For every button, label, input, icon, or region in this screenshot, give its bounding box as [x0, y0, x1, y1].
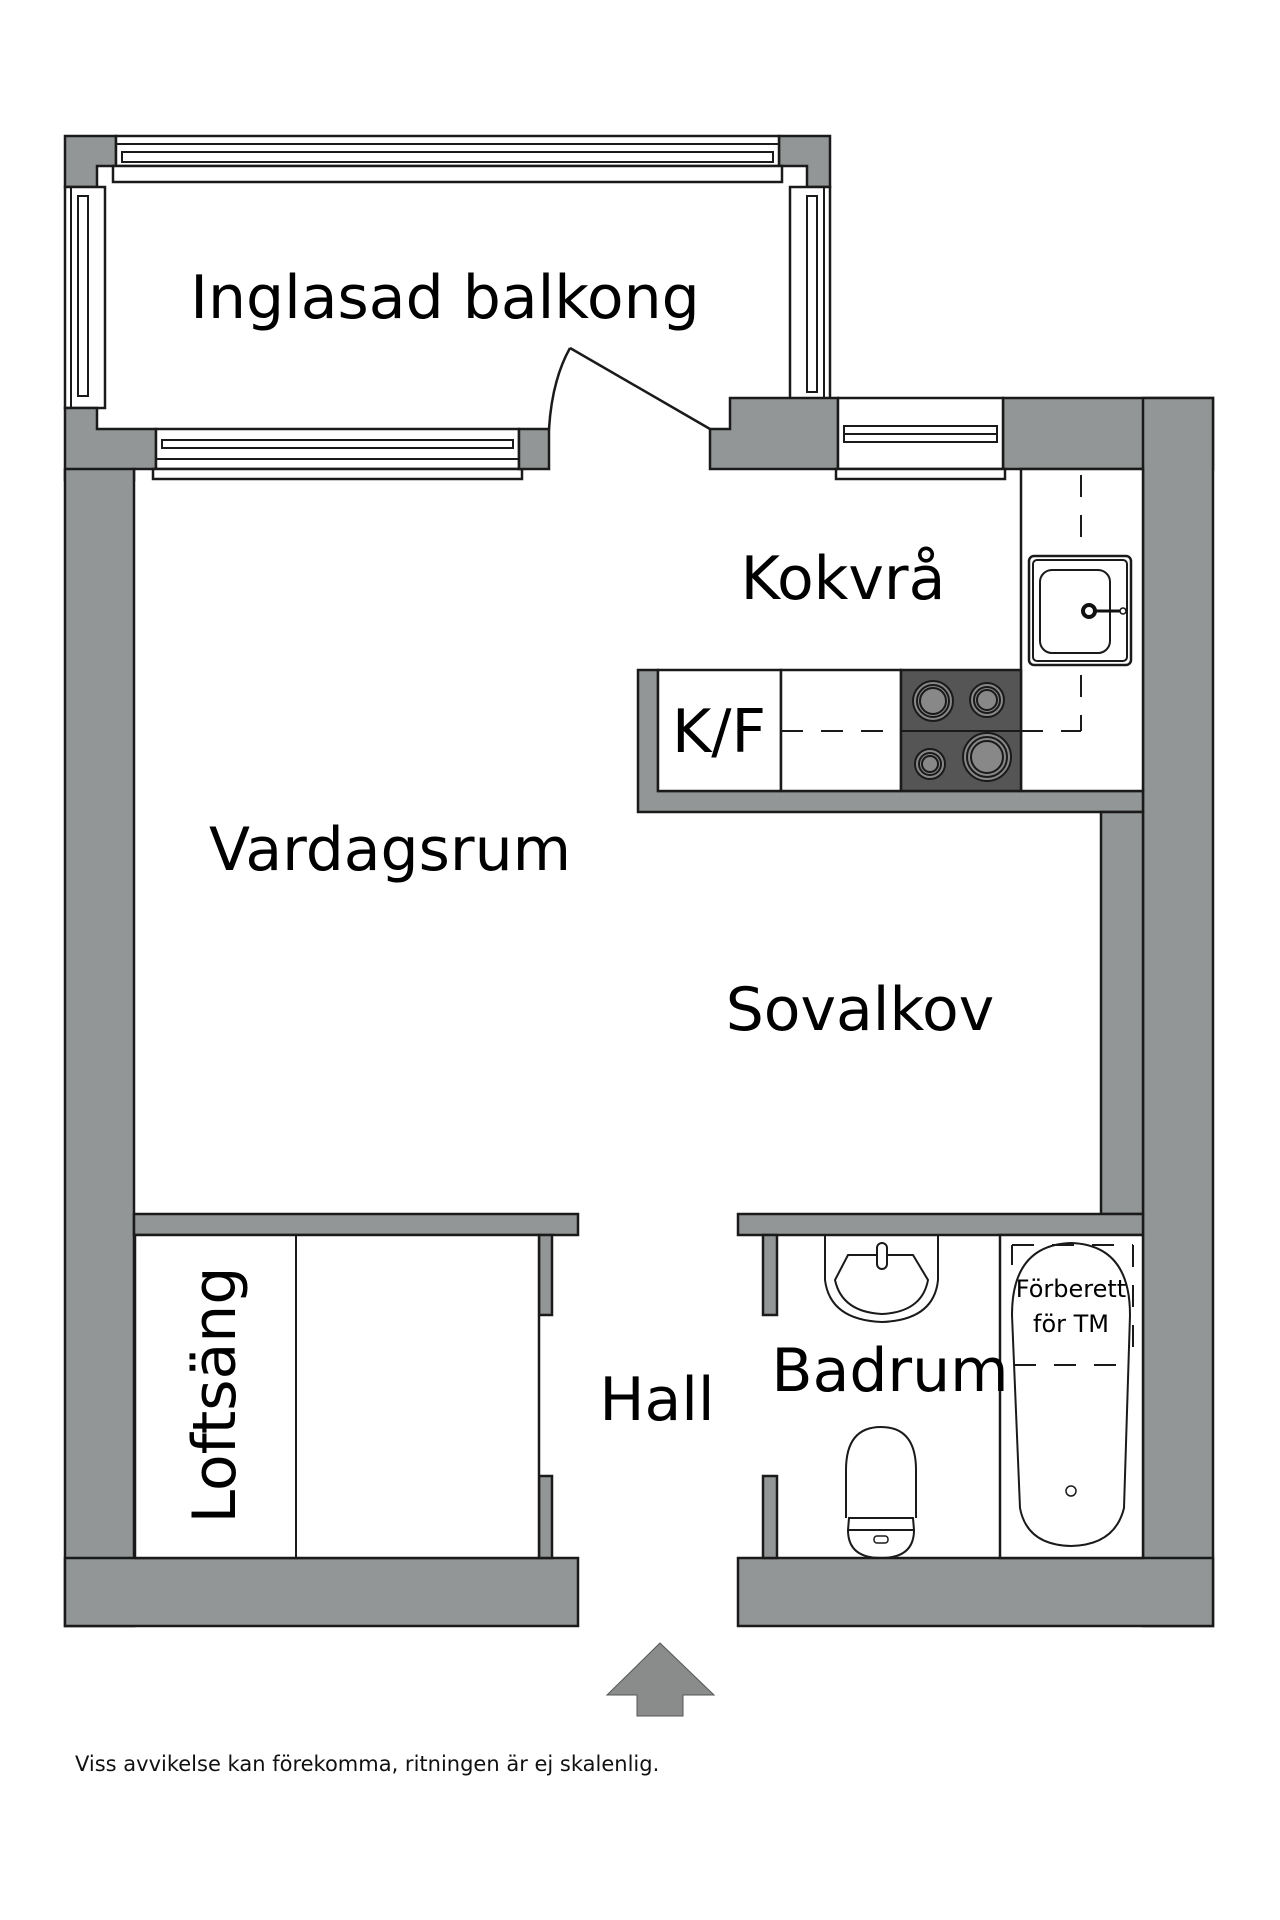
label-bath-note-2: för TM	[1033, 1310, 1109, 1338]
label-sleeping-alcove: Sovalkov	[726, 975, 995, 1045]
label-fridge-freezer: K/F	[672, 697, 766, 767]
label-living-room: Vardagsrum	[209, 815, 571, 885]
label-bathroom: Badrum	[771, 1336, 1008, 1406]
inner-walls	[132, 1212, 1145, 1560]
toilet	[845, 1425, 917, 1560]
kitchen-sink	[1027, 554, 1133, 667]
kitchen-window	[834, 396, 1007, 481]
kitchen-counter	[636, 467, 1145, 814]
balcony-structure	[63, 134, 832, 482]
label-kitchen: Kokvrå	[741, 544, 946, 614]
label-balcony: Inglasad balkong	[190, 263, 699, 333]
label-hall: Hall	[599, 1365, 714, 1435]
alcove-wall	[1099, 810, 1145, 1216]
label-bath-note-1: Förberett	[1016, 1275, 1126, 1303]
loft-bed	[133, 1233, 541, 1560]
bathtub	[998, 1233, 1145, 1560]
entrance-arrow	[605, 1642, 716, 1717]
washbasin	[824, 1235, 939, 1324]
stove	[899, 668, 1023, 793]
label-loft-bed: Loftsäng	[180, 1267, 250, 1524]
disclaimer-text: Viss avvikelse kan förekomma, ritningen …	[75, 1752, 660, 1776]
outer-walls	[63, 396, 1215, 1628]
bathroom	[777, 1233, 1145, 1560]
